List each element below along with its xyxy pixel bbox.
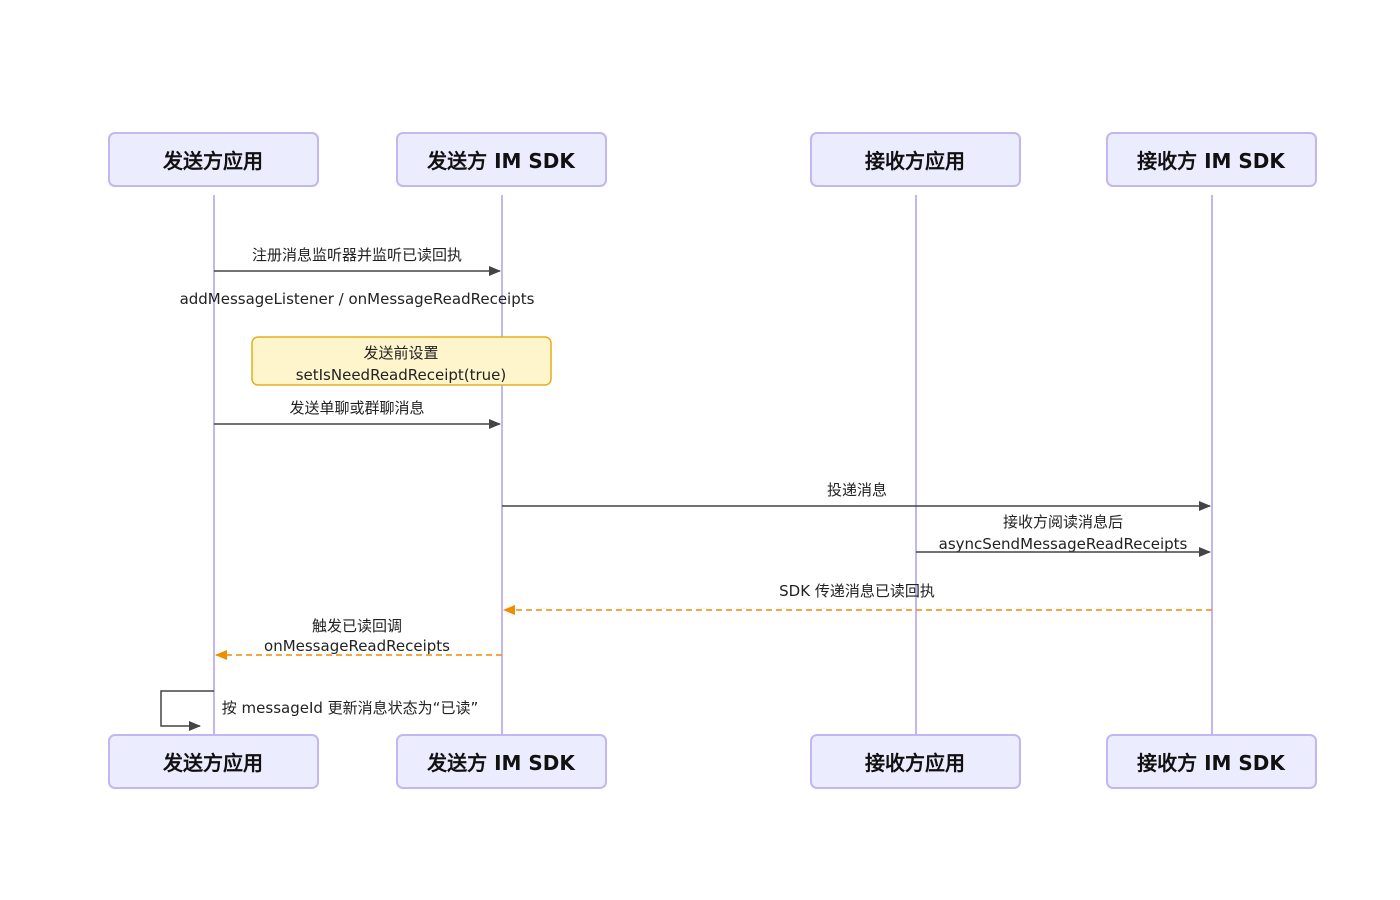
actor-sender-sdk-top: 发送方 IM SDK bbox=[396, 132, 607, 187]
actor-label: 接收方应用 bbox=[865, 751, 965, 775]
message-label: 注册消息监听器并监听已读回执 bbox=[252, 246, 462, 264]
actor-sender-sdk-bottom: 发送方 IM SDK bbox=[396, 734, 607, 789]
actor-receiver-app-top: 接收方应用 bbox=[810, 132, 1021, 187]
actor-label: 接收方 IM SDK bbox=[1137, 751, 1286, 775]
actor-label: 接收方应用 bbox=[865, 149, 965, 173]
note-line-2: setIsNeedReadReceipt(true) bbox=[296, 366, 507, 384]
note-line-1: 发送前设置 bbox=[363, 344, 438, 362]
actor-label: 接收方 IM SDK bbox=[1137, 149, 1286, 173]
actor-receiver-app-bottom: 接收方应用 bbox=[810, 734, 1021, 789]
actor-label: 发送方应用 bbox=[162, 751, 263, 775]
actor-receiver-sdk-top: 接收方 IM SDK bbox=[1106, 132, 1317, 187]
actor-label: 发送方应用 bbox=[162, 149, 263, 173]
message-label-line-1: 触发已读回调 bbox=[312, 617, 402, 635]
actor-sender-app-top: 发送方应用 bbox=[108, 132, 319, 187]
actor-sender-app-bottom: 发送方应用 bbox=[108, 734, 319, 789]
message-label: SDK 传递消息已读回执 bbox=[779, 582, 935, 600]
message-label-line-2: asyncSendMessageReadReceipts bbox=[939, 535, 1188, 553]
actor-receiver-sdk-bottom: 接收方 IM SDK bbox=[1106, 734, 1317, 789]
message-label-line-1: 接收方阅读消息后 bbox=[1003, 513, 1123, 531]
message-label-line-2: onMessageReadReceipts bbox=[264, 637, 450, 655]
message-deliver: 投递消息 bbox=[502, 481, 1211, 511]
message-send-chat: 发送单聊或群聊消息 bbox=[214, 399, 501, 429]
api-label-listener: addMessageListener / onMessageReadReceip… bbox=[180, 290, 535, 308]
message-label: 投递消息 bbox=[827, 481, 887, 499]
message-sdk-read-receipt: SDK 传递消息已读回执 bbox=[503, 582, 1212, 615]
message-register-listener: 注册消息监听器并监听已读回执 bbox=[214, 246, 501, 276]
note-send-setting: 发送前设置 setIsNeedReadReceipt(true) bbox=[251, 336, 552, 386]
message-label: 发送单聊或群聊消息 bbox=[289, 399, 424, 417]
message-trigger-callback: 触发已读回调 onMessageReadReceipts bbox=[215, 617, 502, 660]
message-label: 按 messageId 更新消息状态为“已读” bbox=[222, 699, 478, 717]
actor-label: 发送方 IM SDK bbox=[426, 751, 576, 775]
actor-label: 发送方 IM SDK bbox=[426, 149, 576, 173]
message-self-update: 按 messageId 更新消息状态为“已读” bbox=[160, 690, 478, 731]
self-loop-arrow bbox=[160, 690, 214, 731]
message-receiver-read: 接收方阅读消息后 asyncSendMessageReadReceipts bbox=[916, 513, 1211, 557]
